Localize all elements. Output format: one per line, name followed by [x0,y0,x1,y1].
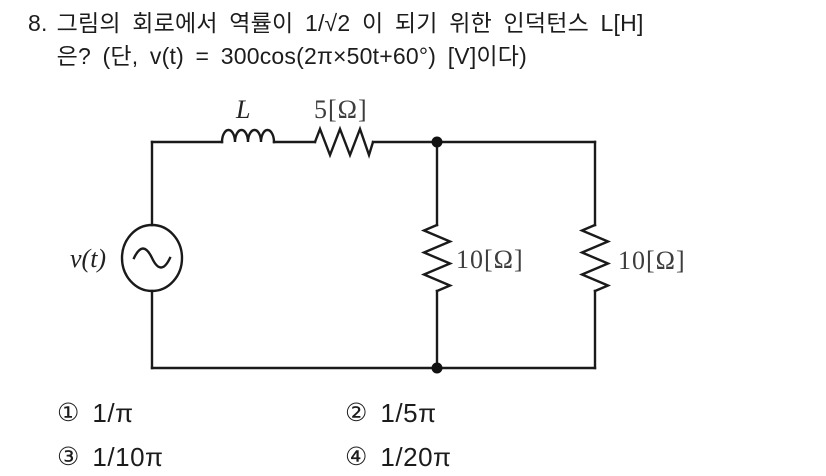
question: 8. 그림의 회로에서 역률이 1/√2 이 되기 위한 인덕턴스 L[H] 은… [28,7,798,73]
choice-3-number: ③ [57,443,80,471]
junction-dot-top [431,136,443,148]
choice-2[interactable]: ② 1/5π [345,398,451,429]
question-line-1: 그림의 회로에서 역률이 1/√2 이 되기 위한 인덕턴스 L[H] [56,10,644,36]
choice-1-number: ① [57,399,80,427]
choice-1[interactable]: ① 1/π [57,398,345,429]
source-label: v(t) [70,244,106,273]
question-text: 그림의 회로에서 역률이 1/√2 이 되기 위한 인덕턴스 L[H] 은? (… [57,7,798,73]
parallel-resistor-1-icon [420,223,454,293]
series-resistor-label: 5[Ω] [314,95,368,124]
circuit-svg: L 5[Ω] v(t) 10[Ω] 10[Ω] [70,95,686,374]
choice-4-number: ④ [345,443,368,471]
inductor-label: L [235,95,250,124]
choice-2-number: ② [345,399,368,427]
question-number: 8. [28,10,48,36]
choice-3[interactable]: ③ 1/10π [57,442,345,473]
sine-wave-icon [132,247,172,269]
choice-2-label: 1/5π [380,398,437,428]
parallel-resistor-2-label: 10[Ω] [618,246,686,275]
series-resistor-icon [313,125,375,159]
choice-4[interactable]: ④ 1/20π [345,442,451,473]
answer-choices: ① 1/π ② 1/5π ③ 1/10π ④ 1/20π [57,398,451,473]
inductor-icon [220,128,276,144]
choice-1-label: 1/π [92,398,134,428]
choice-4-label: 1/20π [380,442,452,472]
parallel-resistor-2-icon [578,223,612,293]
choice-3-label: 1/10π [92,442,164,472]
parallel-resistor-1-label: 10[Ω] [456,245,524,274]
junction-dot-bottom [431,362,443,374]
circuit-diagram: L 5[Ω] v(t) 10[Ω] 10[Ω] [0,80,826,390]
question-line-2: 은? (단, v(t) = 300cos(2π×50t+60°) [V]이다) [56,43,528,69]
